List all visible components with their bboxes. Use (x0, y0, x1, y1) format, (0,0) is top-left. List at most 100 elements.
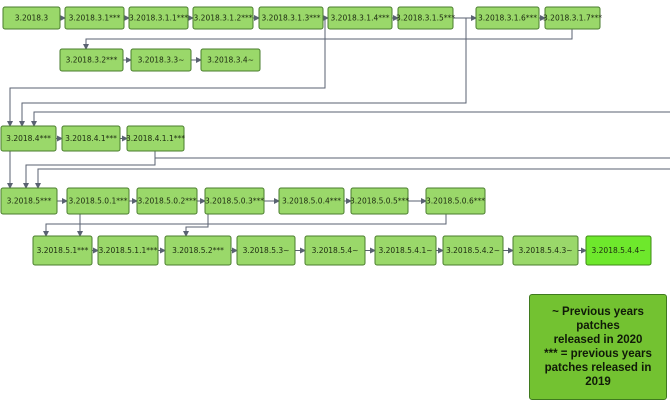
node-label: 3.2018.5.0.6*** (426, 197, 485, 206)
node-label: 3.2018.5.4.3~ (519, 246, 573, 255)
node-label: 3.2018.5.4~ (312, 246, 359, 255)
edge-n18-n24 (183, 214, 209, 237)
node-n16: 3.2018.5.0.1*** (66, 187, 130, 215)
node-box (512, 235, 579, 266)
node-box (204, 187, 265, 215)
edge-n21-n22 (43, 214, 447, 237)
node-n25: 3.2018.5.3~ (236, 235, 296, 266)
node-box (425, 187, 486, 215)
node-box (397, 6, 454, 30)
node-n22: 3.2018.5.1*** (32, 235, 93, 266)
node-box (136, 187, 198, 215)
node-n13: 3.2018.4.1*** (61, 125, 121, 152)
node-n18: 3.2018.5.0.3*** (204, 187, 265, 215)
node-n26: 3.2018.5.4~ (304, 235, 366, 266)
edge-n7-n12 (19, 18, 467, 127)
node-label: 3.2018.4.1*** (65, 134, 117, 143)
node-n19: 3.2018.5.0.4*** (278, 187, 345, 215)
node-box (61, 125, 121, 152)
node-n4: 3.2018.3.1.3*** (258, 6, 324, 30)
node-box (64, 6, 125, 30)
node-n10: 3.2018.3.3~ (130, 48, 192, 72)
node-box (0, 125, 57, 152)
node-box (192, 6, 254, 30)
legend-line-4: patches released in 2019 (544, 362, 652, 388)
node-label: 3.2018.5*** (7, 197, 52, 206)
node-box (442, 235, 504, 266)
node-box (585, 235, 652, 266)
node-n2: 3.2018.3.1.1*** (128, 6, 189, 30)
legend-line-2: released in 2020 (553, 334, 643, 346)
node-box (327, 6, 393, 30)
node-box (130, 48, 192, 72)
node-label: 3.2018.3.1.2*** (194, 14, 253, 23)
node-label: 3.2018.5.0.4*** (282, 197, 341, 206)
edge-n11-n12 (31, 111, 670, 127)
node-n15: 3.2018.5*** (0, 187, 58, 215)
node-box (350, 187, 409, 215)
node-label: 3.2018.3.1.4*** (331, 14, 390, 23)
node-box (304, 235, 366, 266)
node-n28: 3.2018.5.4.2~ (442, 235, 504, 266)
edge-n8-n9 (83, 29, 573, 50)
legend-box: ~ Previous years patches released in 202… (529, 294, 667, 400)
node-n24: 3.2018.5.2*** (164, 235, 232, 266)
node-label: 3.2018.3.1.5*** (396, 14, 455, 23)
node-label: 3.2018.3.1.1*** (129, 14, 188, 23)
node-n3: 3.2018.3.1.2*** (192, 6, 254, 30)
node-n23: 3.2018.5.1.1*** (97, 235, 159, 266)
legend-line-1: ~ Previous years patches (552, 306, 644, 332)
node-box (2, 6, 61, 30)
node-box (544, 6, 601, 30)
node-label: 3.2018.5.4.4~ (592, 246, 646, 255)
node-n29: 3.2018.5.4.3~ (512, 235, 579, 266)
node-box (97, 235, 159, 266)
node-box (32, 235, 93, 266)
node-n11: 3.2018.3.4~ (200, 48, 261, 72)
node-box (164, 235, 232, 266)
node-n0: 3.2018.3 (2, 6, 61, 30)
node-label: 3.2018.5.0.2*** (138, 197, 197, 206)
node-box (59, 48, 124, 72)
node-n30: 3.2018.5.4.4~ (585, 235, 652, 266)
node-label: 3.2018.5.4.1~ (379, 246, 433, 255)
node-label: 3.2018.5.0.3*** (205, 197, 264, 206)
node-label: 3.2018.5.2*** (172, 246, 224, 255)
node-box (126, 125, 185, 152)
node-label: 3.2018.5.1.1*** (99, 246, 158, 255)
node-label: 3.2018.3.4~ (207, 56, 254, 65)
nodes-layer: 3.2018.3 3.2018.3.1*** 3.2018.3.1.1*** 3.20… (0, 6, 652, 266)
node-label: 3.2018.3 (15, 14, 49, 23)
node-label: 3.2018.3.2*** (66, 56, 118, 65)
node-n7: 3.2018.3.1.6*** (475, 6, 540, 30)
node-box (258, 6, 324, 30)
node-label: 3.2018.3.1*** (69, 14, 121, 23)
node-n5: 3.2018.3.1.4*** (327, 6, 393, 30)
node-n27: 3.2018.5.4.1~ (374, 235, 437, 266)
legend-line-3: *** = previous years (544, 348, 652, 360)
node-box (236, 235, 296, 266)
edge-n5-n12 (7, 18, 326, 127)
node-box (66, 187, 130, 215)
node-label: 3.2018.5.3~ (243, 246, 290, 255)
node-box (374, 235, 437, 266)
node-box (278, 187, 345, 215)
node-label: 3.2018.3.1.7*** (543, 14, 602, 23)
node-n21: 3.2018.5.0.6*** (425, 187, 486, 215)
node-box (200, 48, 261, 72)
node-label: 3.2018.5.4.2~ (446, 246, 500, 255)
node-n6: 3.2018.3.1.5*** (396, 6, 455, 30)
node-box (128, 6, 189, 30)
node-n17: 3.2018.5.0.2*** (136, 187, 198, 215)
edges-layer (7, 15, 670, 254)
edge-connector-2 (35, 168, 670, 189)
node-n12: 3.2018.4*** (0, 125, 57, 152)
node-label: 3.2018.4.1.1*** (126, 134, 185, 143)
node-box (475, 6, 540, 30)
node-label: 3.2018.4*** (6, 134, 51, 143)
legend-text: ~ Previous years patches released in 202… (534, 305, 662, 389)
node-n14: 3.2018.4.1.1*** (126, 125, 185, 152)
node-label: 3.2018.3.3~ (138, 56, 185, 65)
node-label: 3.2018.5.0.5*** (350, 197, 409, 206)
